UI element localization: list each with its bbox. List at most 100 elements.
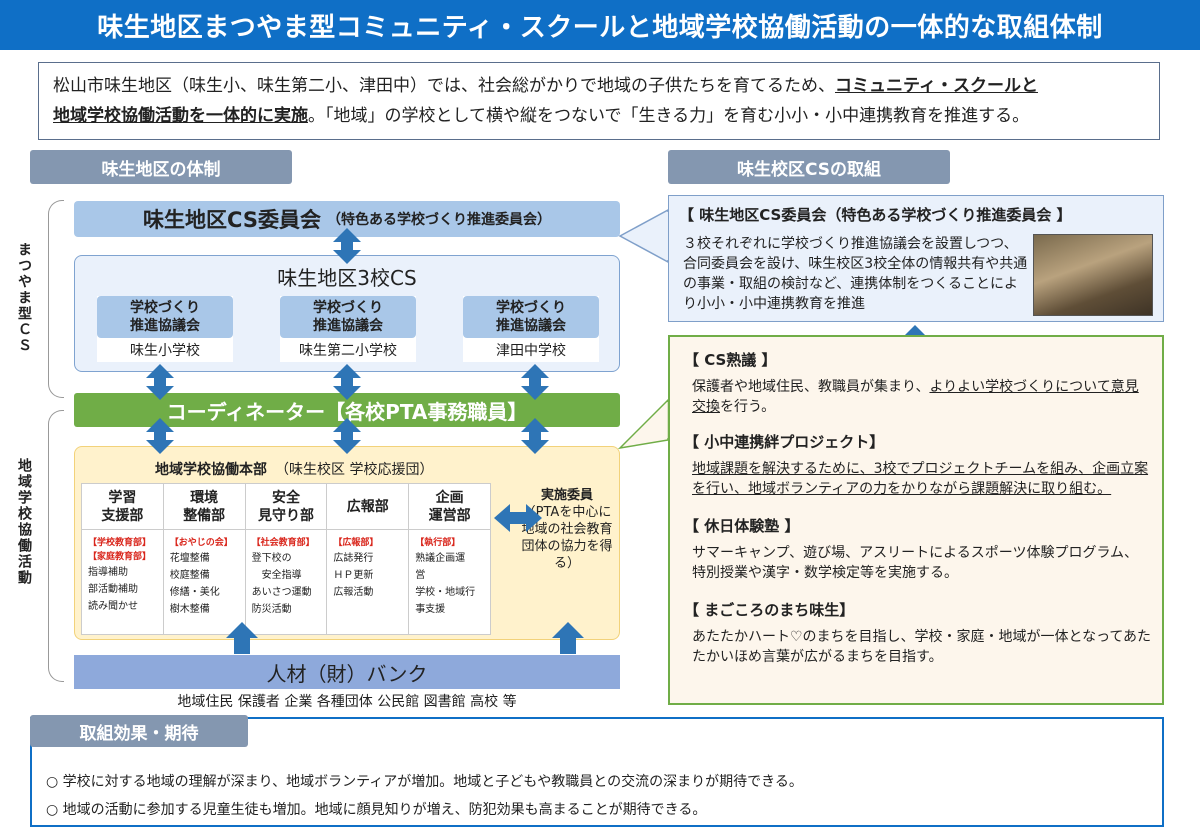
hq-title: 地域学校協働本部 （味生校区 学校応援団） (155, 459, 433, 479)
bank-members: 地域住民 保護者 企業 各種団体 公民館 図書館 高校 等 (177, 694, 517, 710)
intro-text: 。「地域」の学校として横や縦をつないで「生きる力」を育む小小・小中連携教育を推進… (308, 106, 1030, 126)
department-activity: 広報活動 (333, 587, 374, 598)
department-body: 【社会教育部】 登下校の 安全指導 あいさつ運動 防災活動 (246, 530, 327, 624)
effects-box: ○ 学校に対する地域の理解が深まり、地域ボランティアが増加。地域と子どもや教職員… (30, 717, 1164, 827)
cs-committee-title: 味生地区CS委員会 (143, 208, 321, 232)
activity-body: あたたかハート♡のまちを目指し、学校・家庭・地域が一体となってあたたかいほめ言葉… (692, 629, 1152, 665)
department-name: 環境 整備部 (163, 484, 245, 530)
department-activity: 指導補助 (88, 567, 128, 578)
three-school-cs-box: 味生地区3校CS 学校づくり 推進協議会 味生小学校 学校づくり 推進協議会 味… (74, 255, 620, 372)
department-activity: 防災活動 (251, 604, 292, 615)
department-activity: 営 (415, 570, 426, 581)
cs-side-label: まつやま型ＣＳ (16, 242, 32, 354)
school-council: 学校づくり 推進協議会 (280, 296, 416, 338)
department-body: 【おやじの会】 花壇整備 校庭整備 修繕・美化 樹木整備 (164, 530, 245, 624)
activity-heading: 【 まごころのまち味生】 (684, 601, 855, 619)
effects-section-title: 取組効果・期待 (30, 715, 248, 747)
department-activity: 事支援 (415, 604, 446, 615)
callout-pointer (618, 208, 669, 264)
department-tag: 【執行部】 (415, 538, 461, 548)
department-activity: 熟議企画運 (415, 553, 466, 564)
cs-bracket (48, 200, 64, 398)
cs-committee-subtitle: （特色ある学校づくり推進委員会） (326, 212, 551, 228)
left-section-title: 味生地区の体制 (30, 150, 292, 184)
department-activity: 部活動補助 (88, 584, 138, 595)
coordinator-bar: コーディネーター【各校PTA事務職員】 (74, 393, 620, 427)
department-body: 【広報部】 広誌発行 ＨＰ更新 広報活動 (327, 530, 408, 607)
intro-box: 松山市味生地区（味生小、味生第二小、津田中）では、社会総がかりで地域の子供たちを… (38, 62, 1160, 140)
regional-hq-box: 地域学校協働本部 （味生校区 学校応援団） 学習 支援部 【学校教育部】 【家庭教… (74, 446, 620, 640)
department-activity: 花壇整備 (169, 553, 210, 564)
activity-body: 保護者や地域住民、教職員が集まり、よりよい学校づくりについて意見交換を行う。 (692, 377, 1152, 417)
meeting-photo (1033, 234, 1153, 316)
department-activity: 学校・地域行 (415, 587, 476, 598)
school-name: 味生小学校 (130, 343, 200, 359)
department-tag: 【広報部】 (333, 538, 379, 548)
department-body: 【執行部】 熟議企画運 営 学校・地域行 事支援 (409, 530, 490, 624)
activity-text: 保護者や地域住民、教職員が集まり、 (692, 379, 930, 395)
exec-committee-body: （PTAを中心に地域の社会教育団体の協力を得る） (521, 505, 613, 571)
cs-activities-box: 【 CS熟議 】 保護者や地域住民、教職員が集まり、よりよい学校づくりについて意… (668, 335, 1164, 705)
intro-line-2: 地域学校協働活動を一体的に実施。「地域」の学校として横や縦をつないで「生きる力」… (53, 101, 1145, 131)
department-column: 広報部 【広報部】 広誌発行 ＨＰ更新 広報活動 (327, 484, 410, 634)
activity-body: 地域課題を解決するために、3校でプロジェクトチームを組み、企画立案を行い、地域ボ… (692, 461, 1149, 497)
department-activity: 安全指導 (251, 570, 302, 581)
exec-committee-title: 実施委員 (540, 488, 593, 503)
cs-committee-detail-body: ３校それぞれに学校づくり推進協議会を設置しつつ、合同委員会を設け、味生校区3校全… (683, 236, 1028, 312)
hq-title-main: 地域学校協働本部 (155, 462, 267, 478)
effect-item: ○ 学校に対する地域の理解が深まり、地域ボランティアが増加。地域と子どもや教職員… (46, 774, 803, 790)
activity-heading: 【 小中連携絆プロジェクト】 (684, 433, 885, 451)
department-activity: 樹木整備 (169, 604, 210, 615)
intro-emphasis: 地域学校協働活動を一体的に実施 (53, 106, 308, 126)
department-name: 企画 運営部 (409, 484, 490, 530)
intro-text: 松山市味生地区（味生小、味生第二小、津田中）では、社会総がかりで地域の子供たちを… (53, 76, 835, 96)
page-title: 味生地区まつやま型コミュニティ・スクールと地域学校協働活動の一体的な取組体制 (0, 0, 1200, 50)
collab-side-label: 地域学校協働活動 (16, 458, 32, 586)
department-activity: 読み聞かせ (88, 601, 138, 612)
department-tag: 【おやじの会】 (169, 538, 233, 548)
school-card: 学校づくり 推進協議会 味生第二小学校 (280, 296, 416, 362)
three-school-cs-title: 味生地区3校CS (277, 266, 417, 290)
school-name: 味生第二小学校 (299, 343, 397, 359)
school-card: 学校づくり 推進協議会 味生小学校 (97, 296, 233, 362)
department-activity: 登下校の (251, 553, 292, 564)
intro-line-1: 松山市味生地区（味生小、味生第二小、津田中）では、社会総がかりで地域の子供たちを… (53, 71, 1145, 101)
school-card: 学校づくり 推進協議会 津田中学校 (463, 296, 599, 362)
cs-committee-detail: 【 味生地区CS委員会（特色ある学校づくり推進委員会 】 ３校それぞれに学校づく… (668, 195, 1164, 322)
intro-emphasis: コミュニティ・スクールと (835, 76, 1038, 96)
activity-text-underline: よりよい学校づくりについて意見交換 (692, 379, 1139, 415)
department-activity: 校庭整備 (169, 570, 210, 581)
department-name: 広報部 (327, 484, 409, 530)
effect-item: ○ 地域の活動に参加する児童生徒も増加。地域に顔見知りが増え、防犯効果も高まるこ… (46, 802, 707, 818)
human-resource-bank: 人材（財）バンク (74, 655, 620, 689)
department-tag: 【学校教育部】 (88, 538, 152, 548)
department-name: 学習 支援部 (82, 484, 163, 530)
department-activity: あいさつ運動 (251, 587, 312, 598)
school-council: 学校づくり 推進協議会 (97, 296, 233, 338)
school-name: 津田中学校 (496, 343, 566, 359)
department-activity: 修繕・美化 (169, 587, 220, 598)
department-column: 環境 整備部 【おやじの会】 花壇整備 校庭整備 修繕・美化 樹木整備 (163, 484, 246, 634)
activity-heading: 【 CS熟議 】 (684, 351, 777, 369)
cs-committee-bar: 味生地区CS委員会 （特色ある学校づくり推進委員会） (74, 201, 620, 237)
right-section-title: 味生校区CSの取組 (668, 150, 950, 184)
department-tag: 【社会教育部】 (251, 538, 315, 548)
department-name: 安全 見守り部 (245, 484, 327, 530)
collab-bracket (48, 410, 64, 682)
department-body: 【学校教育部】 【家庭教育部】 指導補助 部活動補助 読み聞かせ (82, 530, 163, 621)
exec-committee: 実施委員 （PTAを中心に地域の社会教育団体の協力を得る） (521, 487, 613, 572)
cs-committee-detail-heading: 【 味生地区CS委員会（特色ある学校づくり推進委員会 】 (679, 206, 1072, 224)
activity-body: サマーキャンプ、遊び場、アスリートによるスポーツ体験プログラム、特別授業や漢字・… (692, 545, 1139, 581)
department-column: 学習 支援部 【学校教育部】 【家庭教育部】 指導補助 部活動補助 読み聞かせ (82, 484, 164, 634)
department-column: 安全 見守り部 【社会教育部】 登下校の 安全指導 あいさつ運動 防災活動 (245, 484, 328, 634)
hq-title-sub: （味生校区 学校応援団） (275, 462, 434, 478)
department-table: 学習 支援部 【学校教育部】 【家庭教育部】 指導補助 部活動補助 読み聞かせ … (81, 483, 491, 635)
school-council: 学校づくり 推進協議会 (463, 296, 599, 338)
department-activity: 広誌発行 (333, 553, 374, 564)
department-activity: ＨＰ更新 (333, 570, 374, 581)
activity-text: を行う。 (720, 399, 776, 415)
department-column: 企画 運営部 【執行部】 熟議企画運 営 学校・地域行 事支援 (409, 484, 490, 634)
department-tag: 【家庭教育部】 (88, 552, 152, 562)
activity-heading: 【 休日体験塾 】 (684, 517, 800, 535)
callout-pointer (617, 398, 669, 450)
